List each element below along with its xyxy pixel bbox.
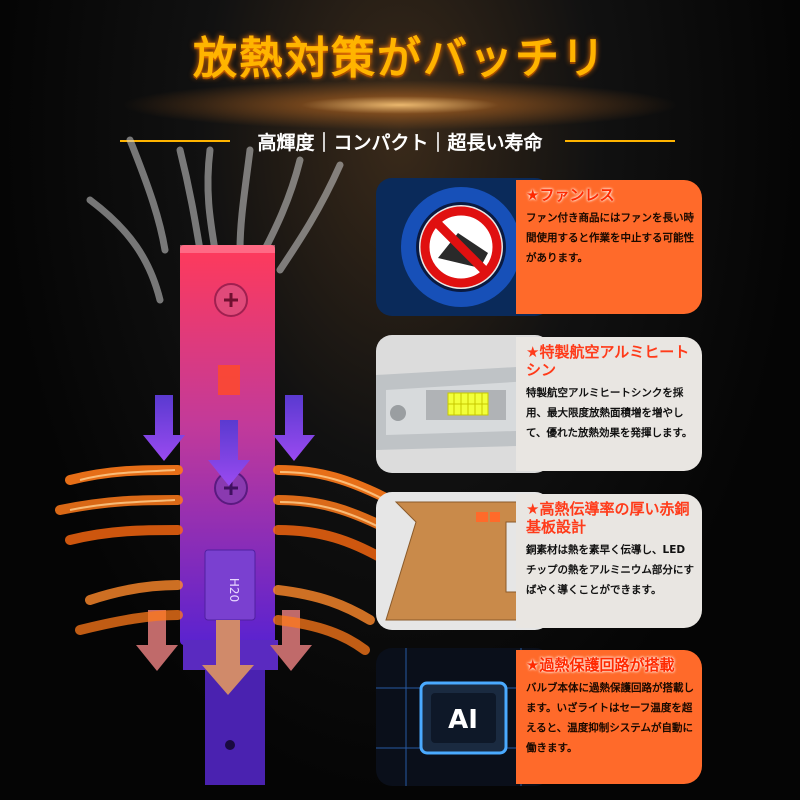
heat-wave-glow: [69, 469, 386, 531]
feature-heading: ★ファンレス: [526, 186, 615, 204]
feature-heading: ★過熱保護回路が搭載: [526, 656, 675, 674]
bulb-body: [180, 245, 278, 785]
feature-body: ファン付き商品にはファンを長い時間使用すると作業を中止する可能性があります。: [526, 212, 694, 264]
feature-heading: ★高熱伝導率の厚い赤銅基板設計: [526, 500, 690, 536]
subtitle-line-left: [120, 140, 230, 142]
ai-chip-label: AI: [448, 705, 478, 735]
feature-heading: ★特製航空アルミヒートシン: [526, 343, 690, 379]
feature-card-copper: ★高熱伝導率の厚い赤銅基板設計 銅素材は熱を素早く伝導し、LEDチップの熱をアル…: [376, 492, 706, 630]
prohibited-icon: [420, 206, 502, 288]
feature-body: 特製航空アルミヒートシンクを採用、最大限度放熱面積増を増やして、優れた放熱効果を…: [526, 387, 693, 439]
subtitle-line-right: [565, 140, 675, 142]
copper-board-image: [376, 492, 551, 630]
bulb-label: H20: [227, 578, 241, 602]
page-title: 放熱対策がバッチリ: [193, 33, 607, 84]
feature-body: 銅素材は熱を素早く伝導し、LEDチップの熱をアルミニウム部分にすばやく導くことが…: [526, 544, 694, 596]
lower-arrows: [136, 610, 312, 695]
feature-card-overheat: AI ★過熱保護回路が搭載 バルブ本体に過熱保護回路が搭載します。いざライトはセ…: [376, 648, 706, 786]
subtitle: 高輝度｜コンパクト｜超長い寿命: [257, 132, 543, 154]
light-glow: [120, 80, 680, 130]
feature-card-fanless: ★ファンレス ファン付き商品にはファンを長い時間使用すると作業を中止する可能性が…: [376, 178, 706, 316]
purple-arrows: [143, 395, 315, 486]
feature-card-heatsink: ★特製航空アルミヒートシン 特製航空アルミヒートシンクを採用、最大限度放熱面積増…: [376, 335, 706, 473]
feature-body: バルブ本体に過熱保護回路が搭載します。いざライトはセーフ温度を超えると、温度抑制…: [526, 682, 694, 754]
